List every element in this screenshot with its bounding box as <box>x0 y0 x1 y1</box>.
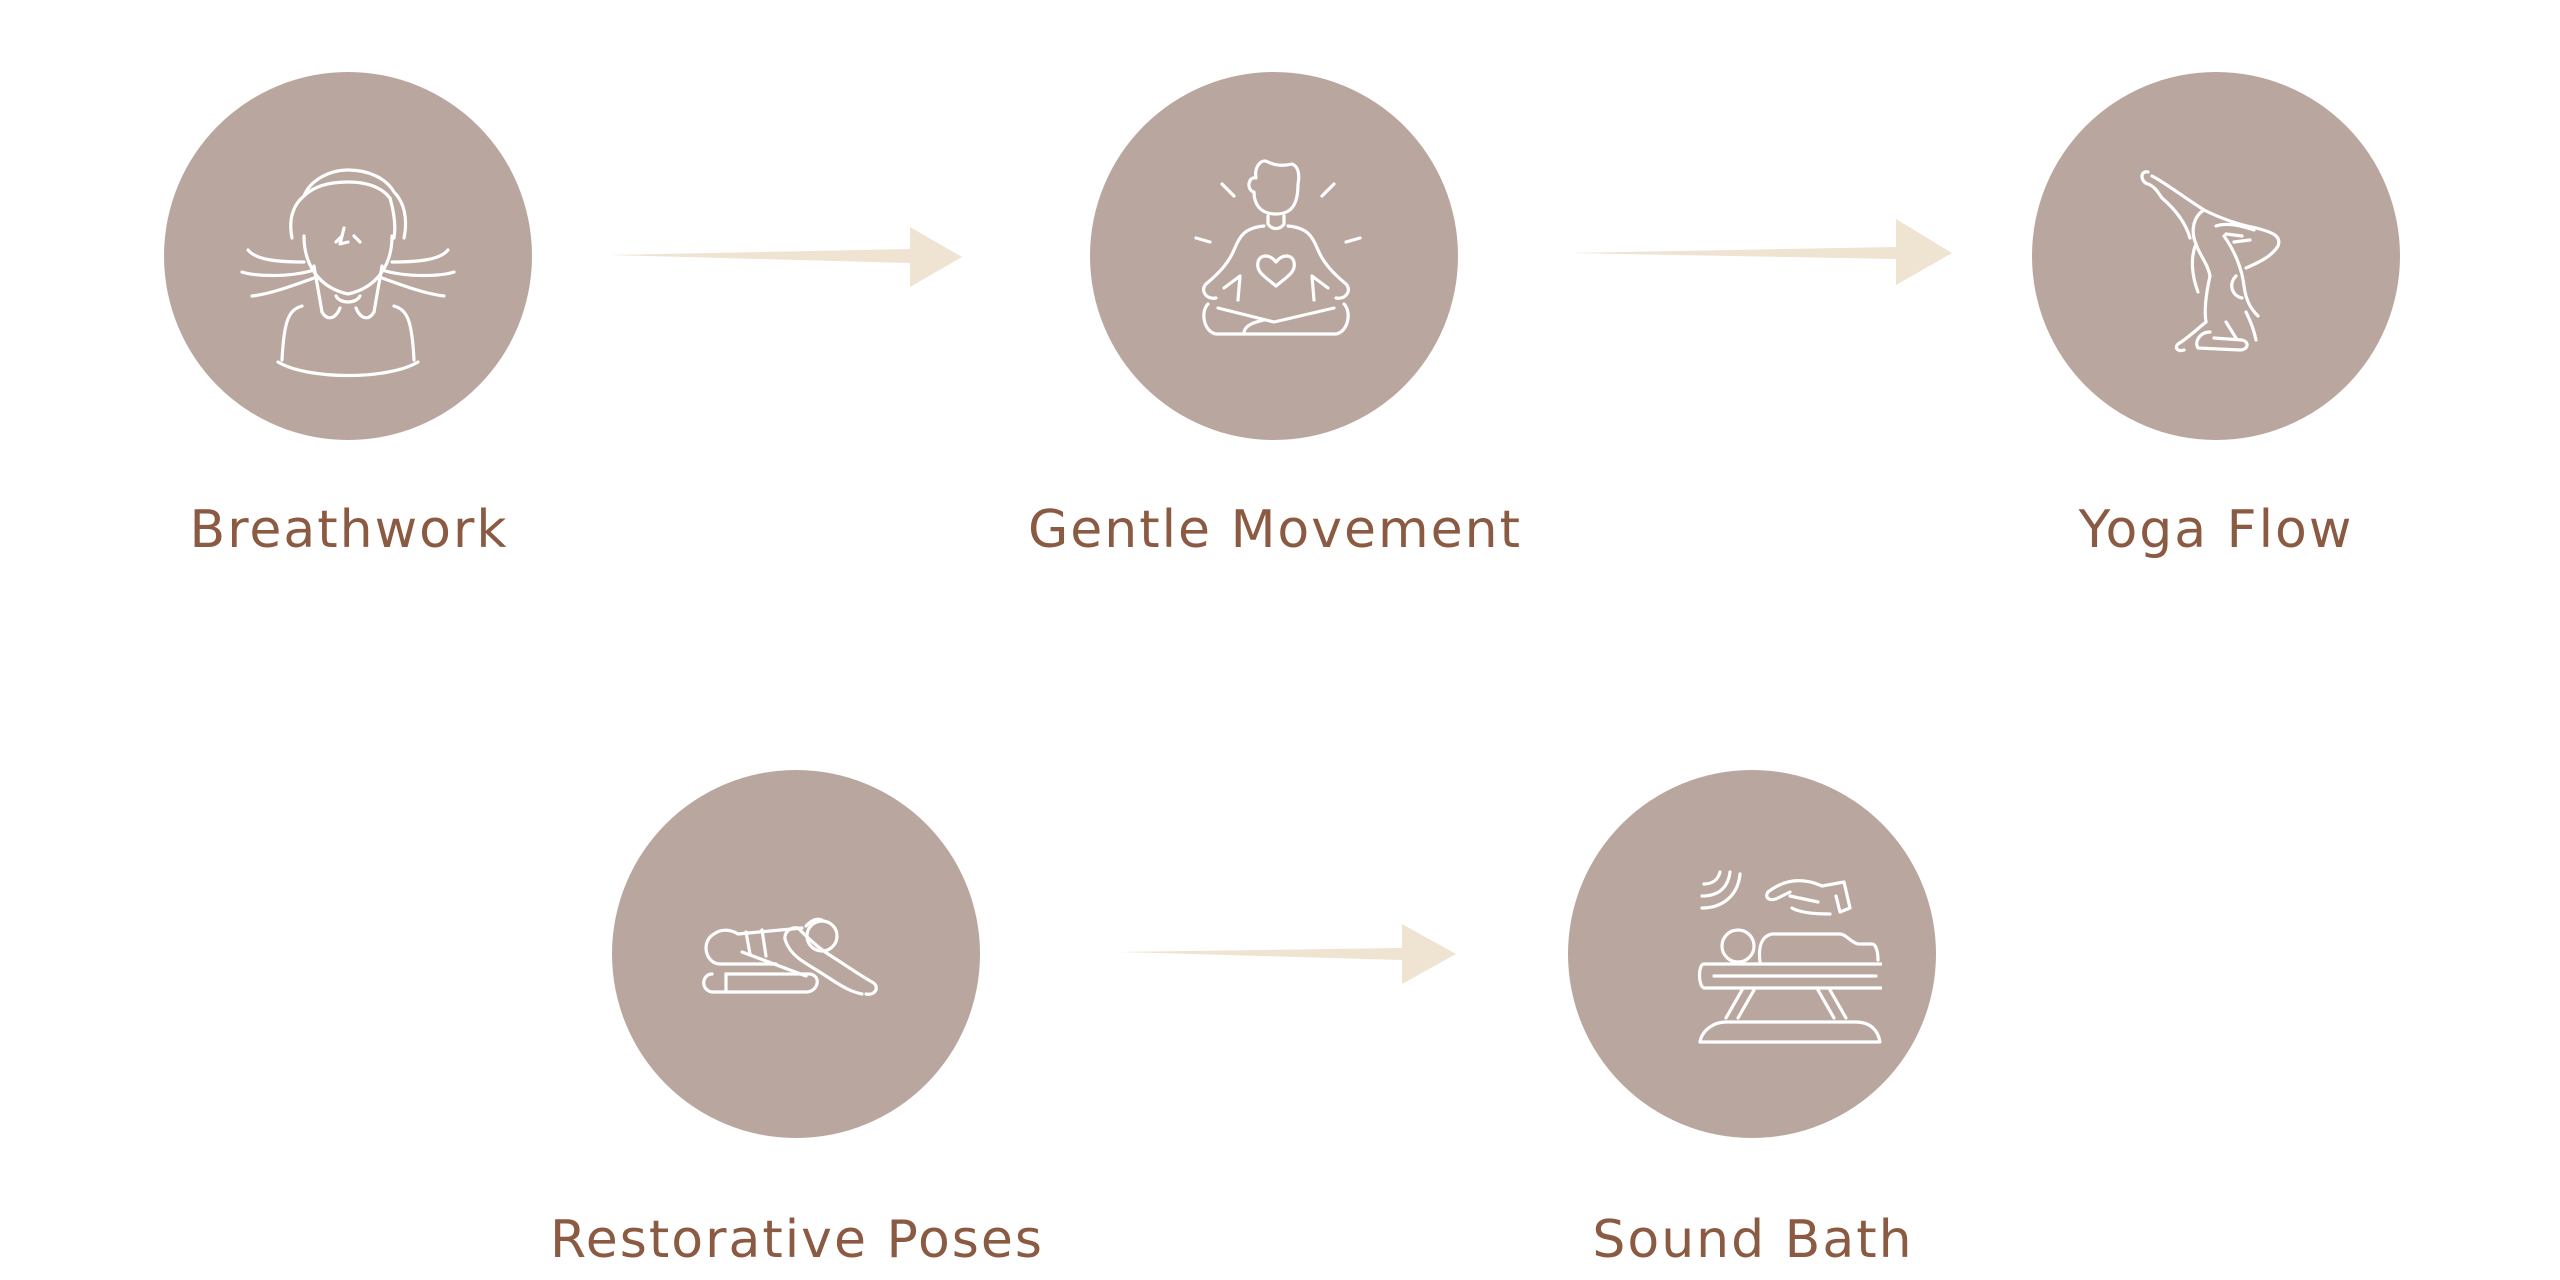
step-label-yoga-flow: Yoga Flow <box>2078 500 2354 560</box>
sound-bath-icon <box>1697 870 1882 1044</box>
step-label-sound-bath: Sound Bath <box>1592 1210 1914 1270</box>
breathwork-icon <box>240 168 456 378</box>
step-circle-sound-bath <box>1568 770 1936 1138</box>
step-label-restorative-poses: Restorative Poses <box>550 1210 1044 1270</box>
flow-arrow-1 <box>610 227 962 287</box>
step-circle-gentle-movement <box>1090 72 1458 440</box>
step-circle-breathwork <box>164 72 532 440</box>
meditation-heart-icon <box>1194 159 1362 336</box>
step-label-breathwork: Breathwork <box>189 500 509 560</box>
step-label-gentle-movement: Gentle Movement <box>1027 500 1523 560</box>
restorative-pose-icon <box>702 917 878 996</box>
step-circle-yoga-flow <box>2032 72 2400 440</box>
step-circle-restorative-poses <box>612 770 980 1138</box>
yoga-pose-icon <box>2140 170 2281 353</box>
flow-arrow-3 <box>1120 924 1456 984</box>
flow-arrow-2 <box>1570 219 1952 285</box>
